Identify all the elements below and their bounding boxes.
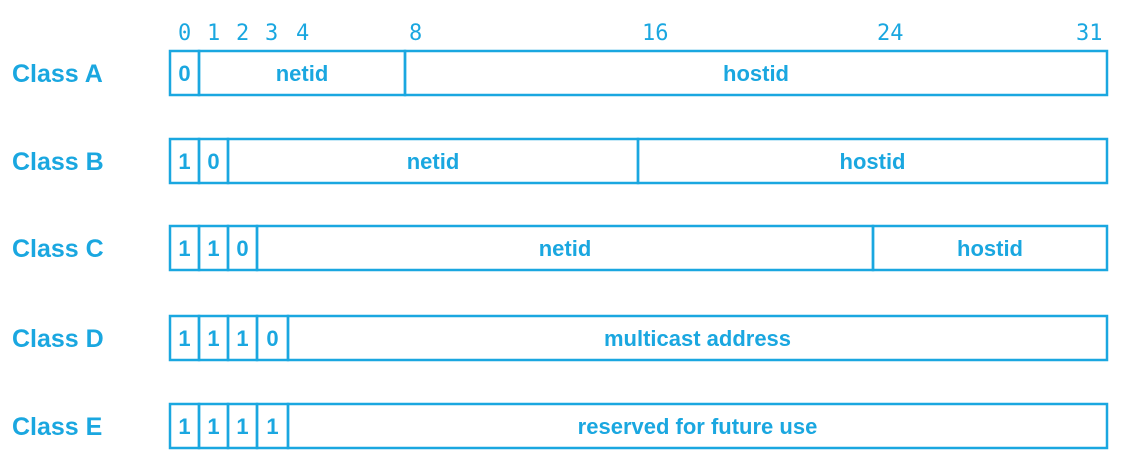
bit-label-4: 4 bbox=[296, 21, 309, 46]
bit-value: 1 bbox=[178, 326, 190, 351]
bit-label-3: 3 bbox=[265, 21, 278, 46]
field-label: hostid bbox=[840, 149, 906, 174]
class-label: Class D bbox=[12, 325, 104, 353]
bit-label-8: 8 bbox=[409, 21, 422, 46]
field-label: netid bbox=[276, 61, 329, 86]
bit-label-2: 2 bbox=[236, 21, 249, 46]
bit-value: 1 bbox=[236, 414, 248, 439]
field-label: netid bbox=[407, 149, 460, 174]
field-label: netid bbox=[539, 236, 592, 261]
class-label: Class E bbox=[12, 413, 102, 441]
field-cell bbox=[286, 402, 1109, 450]
class-label: Class B bbox=[12, 148, 104, 176]
field-label: hostid bbox=[957, 236, 1023, 261]
bit-value: 0 bbox=[178, 61, 190, 86]
field-label: hostid bbox=[723, 61, 789, 86]
field-cell bbox=[871, 224, 1109, 272]
bit-label-16: 16 bbox=[642, 21, 669, 46]
bit-value: 1 bbox=[207, 326, 219, 351]
bit-value: 1 bbox=[178, 149, 190, 174]
bit-value: 1 bbox=[207, 236, 219, 261]
field-label: reserved for future use bbox=[578, 414, 818, 439]
field-cell bbox=[403, 49, 1109, 97]
bit-value: 0 bbox=[266, 326, 278, 351]
bit-value: 0 bbox=[207, 149, 219, 174]
field-cell bbox=[286, 314, 1109, 362]
bit-value: 1 bbox=[178, 414, 190, 439]
bit-value: 1 bbox=[178, 236, 190, 261]
bit-value: 1 bbox=[266, 414, 278, 439]
bit-value: 0 bbox=[236, 236, 248, 261]
bit-label-1: 1 bbox=[207, 21, 220, 46]
class-label: Class A bbox=[12, 60, 103, 88]
class-row-class-a: Class A 0 netid hostid bbox=[12, 49, 1109, 97]
field-cell bbox=[636, 137, 1109, 185]
class-label: Class C bbox=[12, 235, 104, 263]
field-label: multicast address bbox=[604, 326, 791, 351]
bit-label-31: 31 bbox=[1076, 21, 1103, 46]
bit-label-0: 0 bbox=[178, 21, 191, 46]
bit-value: 1 bbox=[236, 326, 248, 351]
bit-value: 1 bbox=[207, 414, 219, 439]
bit-label-24: 24 bbox=[877, 21, 904, 46]
